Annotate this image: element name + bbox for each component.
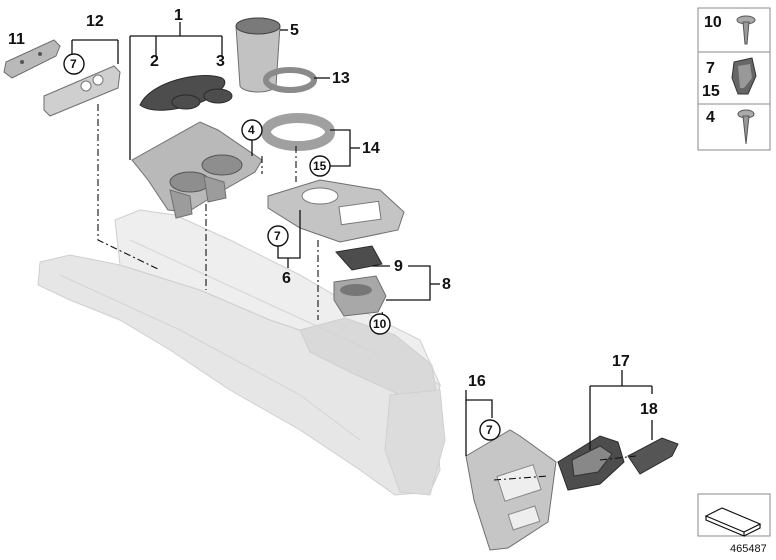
- part-5-cup-insert: [235, 17, 281, 93]
- callout-16: 16: [468, 373, 486, 390]
- part-18-cover: [627, 437, 679, 475]
- part-3-mats: [171, 88, 233, 110]
- circled-callout-4: 4: [241, 119, 263, 141]
- part-16-side-panel: [465, 429, 557, 551]
- circled-callout-15: 15: [309, 155, 331, 177]
- fastener-legend: 10 7 15 4: [697, 7, 771, 151]
- callout-12: 12: [86, 13, 104, 30]
- callout-labels: 1 2 3 5 6 8 9 11 12 13 14 16 17 18: [8, 7, 658, 418]
- orientation-icon: [697, 493, 771, 537]
- callout-18: 18: [640, 401, 658, 418]
- part-13-ring: [263, 67, 317, 93]
- callout-17: 17: [612, 353, 630, 370]
- svg-text:10: 10: [373, 317, 387, 331]
- center-console-ghost: [37, 209, 446, 496]
- svg-text:4: 4: [248, 123, 255, 137]
- svg-text:15: 15: [702, 83, 720, 100]
- part-2-mat: [139, 75, 226, 111]
- legend-row-10: 10: [704, 14, 756, 45]
- callout-5: 5: [290, 22, 299, 39]
- svg-text:10: 10: [704, 14, 722, 31]
- svg-text:7: 7: [274, 229, 281, 243]
- circled-callout-7-b: 7: [267, 225, 289, 247]
- self-tapping-screw-icon: [737, 109, 755, 145]
- callout-11: 11: [8, 31, 25, 48]
- callout-14: 14: [362, 140, 380, 157]
- circled-callout-10: 10: [369, 313, 391, 335]
- leader-lines: [71, 22, 653, 456]
- circled-callouts: 7 4 15 7 10 7: [63, 53, 501, 441]
- callout-6: 6: [282, 270, 291, 287]
- screw-icon: [736, 15, 756, 45]
- legend-row-4: 4: [706, 109, 755, 145]
- callout-3: 3: [216, 53, 225, 70]
- part-6-frame: [267, 179, 405, 243]
- svg-text:7: 7: [706, 60, 715, 77]
- part-1-cupholder-tray: [131, 121, 263, 219]
- diagram-id: 465487: [730, 543, 767, 555]
- circled-callout-7-c: 7: [479, 419, 501, 441]
- part-17-housing: [557, 435, 625, 491]
- callout-2: 2: [150, 53, 159, 70]
- clip-icon: [731, 57, 757, 95]
- callout-1: 1: [174, 7, 183, 24]
- svg-text:15: 15: [313, 159, 327, 173]
- circled-callout-7-a: 7: [63, 53, 85, 75]
- svg-text:4: 4: [706, 109, 715, 126]
- svg-text:7: 7: [70, 57, 77, 71]
- svg-text:7: 7: [486, 423, 493, 437]
- part-12-trim-panel: [43, 65, 121, 117]
- callout-9: 9: [394, 258, 403, 275]
- part-14-ring: [261, 113, 335, 151]
- callout-13: 13: [332, 70, 350, 87]
- part-9-mat: [335, 245, 383, 271]
- legend-row-7-15: 7 15: [702, 57, 757, 100]
- part-11-trim-strip: [3, 39, 61, 79]
- assembly-lines: [97, 104, 637, 481]
- part-8-bin: [333, 275, 387, 317]
- callout-8: 8: [442, 276, 451, 293]
